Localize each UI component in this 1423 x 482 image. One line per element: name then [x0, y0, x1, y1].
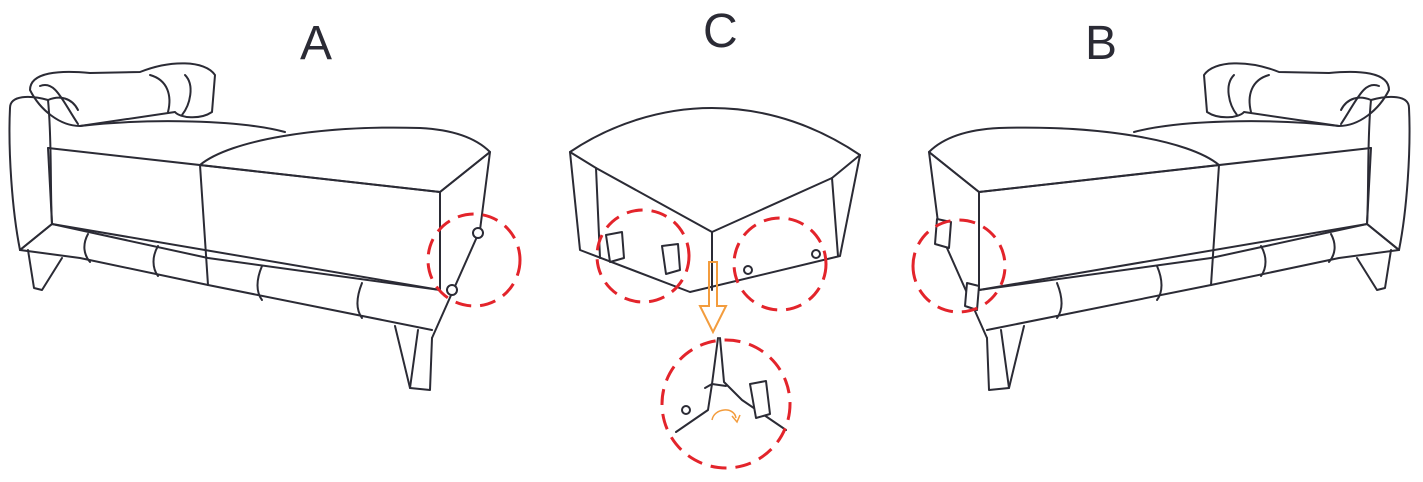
connector-highlight-a — [426, 212, 522, 308]
connector-highlight-c-left — [595, 208, 691, 304]
module-label-b: B — [1085, 17, 1118, 70]
module-label-c: C — [703, 5, 738, 58]
sofa-module-a — [8, 62, 522, 391]
rotate-arrow-icon — [711, 409, 737, 421]
module-label-a: A — [300, 17, 333, 70]
sofa-module-b — [911, 62, 1411, 391]
connector-detail-highlight — [660, 338, 792, 470]
connector-highlight-c-right — [732, 216, 828, 312]
arrow-down-icon — [698, 261, 728, 335]
connector-highlight-b — [911, 218, 1007, 314]
corner-module-c — [569, 107, 861, 470]
